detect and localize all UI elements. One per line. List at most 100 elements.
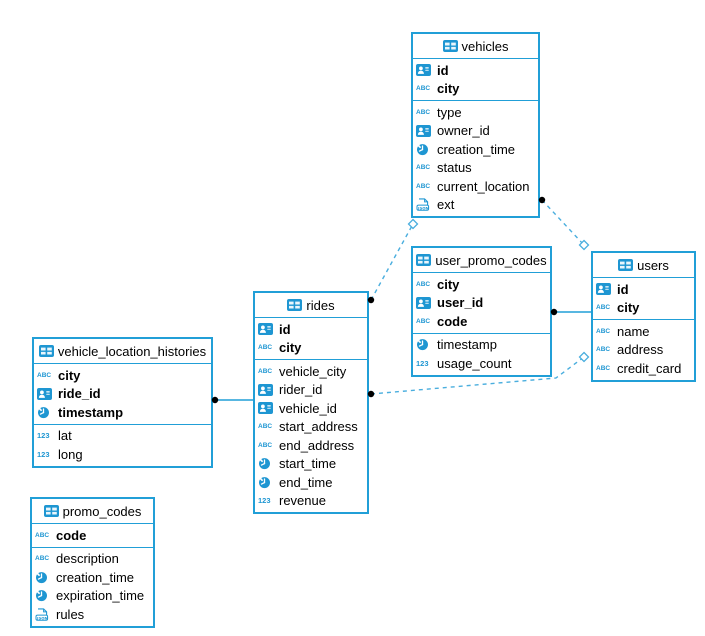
column-rides-start_time[interactable]: start_time xyxy=(255,455,367,474)
column-rides-end_time[interactable]: end_time xyxy=(255,473,367,492)
connection-rides-vehicles[interactable] xyxy=(370,223,414,301)
column-vehicles-ext[interactable]: JSON ext xyxy=(413,196,538,215)
clock-icon xyxy=(37,406,55,419)
column-name: timestamp xyxy=(437,337,497,353)
column-name: credit_card xyxy=(617,360,682,376)
column-name: start_time xyxy=(279,456,337,472)
column-name: address xyxy=(617,342,664,358)
column-vehicles-creation_time[interactable]: creation_time xyxy=(413,140,538,159)
text-abc-icon: ABC xyxy=(416,108,431,116)
column-vehicle_location_histories-timestamp[interactable]: timestamp xyxy=(34,403,211,422)
column-name: timestamp xyxy=(58,404,124,420)
table-header-vehicles[interactable]: vehicles xyxy=(413,34,538,59)
column-user_promo_codes-user_id[interactable]: user_id xyxy=(413,294,550,313)
column-vehicles-status[interactable]: ABC status xyxy=(413,159,538,178)
column-rides-vehicle_id[interactable]: vehicle_id xyxy=(255,399,367,418)
table-icon xyxy=(618,259,634,271)
text-abc-icon: ABC xyxy=(416,164,431,172)
column-name: lat xyxy=(58,428,72,444)
column-name: ext xyxy=(437,197,455,213)
column-users-id[interactable]: id xyxy=(593,280,694,299)
text-abc-icon: ABC xyxy=(258,344,273,352)
table-header-vehicle_location_histories[interactable]: vehicle_location_histories xyxy=(34,339,211,364)
column-name: city xyxy=(437,81,460,97)
number-123-icon: 123 xyxy=(416,358,429,368)
table-icon xyxy=(43,505,59,517)
connection-vehicles-users[interactable] xyxy=(541,199,585,246)
column-name: status xyxy=(437,160,472,176)
table-header-promo_codes[interactable]: promo_codes xyxy=(32,499,153,524)
column-name: creation_time xyxy=(437,141,516,157)
column-name: id xyxy=(279,321,291,337)
column-promo_codes-expiration_time[interactable]: expiration_time xyxy=(32,587,153,606)
text-abc-icon: ABC xyxy=(258,423,273,431)
id-badge-icon xyxy=(416,64,434,77)
column-rides-id[interactable]: id xyxy=(255,320,367,339)
column-vehicles-type[interactable]: ABC type xyxy=(413,103,538,122)
text-abc-icon: ABC xyxy=(37,371,52,379)
column-name: end_address xyxy=(279,437,355,453)
table-name: vehicles xyxy=(461,38,509,54)
column-name: type xyxy=(437,104,462,120)
clock-icon xyxy=(258,476,276,489)
table-header-user_promo_codes[interactable]: user_promo_codes xyxy=(413,248,550,273)
column-name: start_address xyxy=(279,419,358,435)
clock-icon xyxy=(416,143,434,156)
table-header-rides[interactable]: rides xyxy=(255,293,367,318)
table-name: user_promo_codes xyxy=(435,252,547,268)
table-icon xyxy=(416,254,432,266)
id-badge-icon xyxy=(416,124,434,137)
id-badge-icon xyxy=(416,296,434,309)
table-icon xyxy=(287,299,303,311)
column-name: vehicle_city xyxy=(279,363,347,379)
text-abc-icon: ABC xyxy=(416,317,431,325)
column-rides-start_address[interactable]: ABC start_address xyxy=(255,418,367,437)
column-vehicle_location_histories-ride_id[interactable]: ride_id xyxy=(34,385,211,404)
column-rides-rider_id[interactable]: rider_id xyxy=(255,381,367,400)
cardinality-diamond-rides-users xyxy=(578,351,590,363)
column-name: code xyxy=(56,527,87,543)
column-vehicles-id[interactable]: id xyxy=(413,61,538,80)
text-abc-icon: ABC xyxy=(416,85,431,93)
svg-text:JSON: JSON xyxy=(417,206,429,211)
column-vehicles-owner_id[interactable]: owner_id xyxy=(413,122,538,141)
column-user_promo_codes-timestamp[interactable]: timestamp xyxy=(413,336,550,355)
id-badge-icon xyxy=(258,383,276,396)
cardinality-diamond-vehicles-users xyxy=(578,239,590,251)
column-name: rider_id xyxy=(279,382,323,398)
column-vehicles-city[interactable]: ABC city xyxy=(413,80,538,99)
table-header-users[interactable]: users xyxy=(593,253,694,278)
column-promo_codes-creation_time[interactable]: creation_time xyxy=(32,568,153,587)
column-name: id xyxy=(437,62,449,78)
column-name: id xyxy=(617,281,629,297)
